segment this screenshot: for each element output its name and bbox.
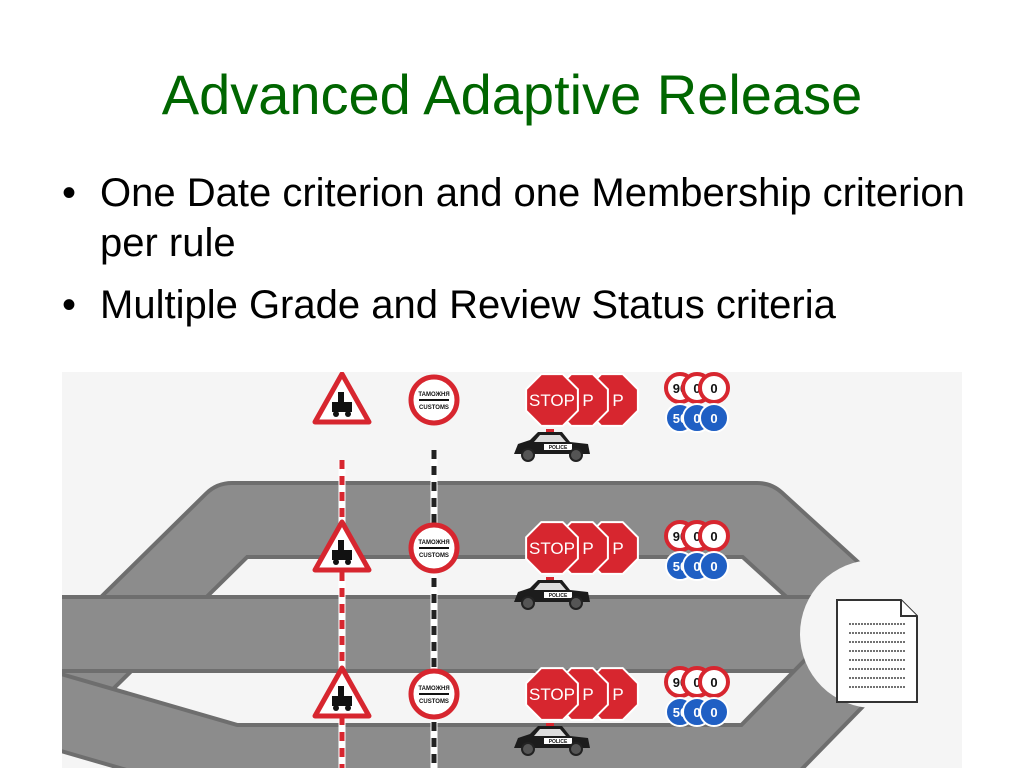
car-stripe <box>544 738 572 744</box>
customs-label-top: ТАМОЖНЯ <box>418 686 449 692</box>
train-icon <box>332 550 352 560</box>
car-window <box>534 435 566 442</box>
car-wheel-icon <box>521 596 535 610</box>
bullet-list: • One Date criterion and one Membership … <box>62 168 982 342</box>
minimum-speed-value: 0 <box>693 411 700 426</box>
police-car: POLICE <box>514 723 590 756</box>
customs-label-top: ТАМОЖНЯ <box>418 540 449 546</box>
stop-signs: PP STOP <box>525 521 639 575</box>
train-wheel-icon <box>333 559 339 565</box>
train-chimney-icon <box>338 392 344 402</box>
document-icon <box>836 599 918 703</box>
document-fold <box>900 600 917 617</box>
siren-icon <box>546 577 554 580</box>
stop-label: STOP <box>529 391 575 410</box>
stop-label: STOP <box>529 539 575 558</box>
minimum-speed-value: 0 <box>710 559 717 574</box>
train-icon <box>332 696 352 706</box>
bullet-item: • Multiple Grade and Review Status crite… <box>62 280 982 330</box>
customs-label-bottom: CUSTOMS <box>419 405 449 411</box>
minimum-speed-value: 0 <box>710 705 717 720</box>
car-wheel-icon <box>569 742 583 756</box>
stop-label: STOP <box>529 685 575 704</box>
minimum-speed-circle <box>699 551 729 581</box>
speed-limit-value: 0 <box>710 675 717 690</box>
train-chimney-icon <box>338 686 344 696</box>
stop-signs: PP STOP <box>525 667 639 721</box>
train-wheel-icon <box>333 705 339 711</box>
speed-limit-circle <box>698 520 730 552</box>
train-wheel-icon <box>345 559 351 565</box>
speed-limit-value: 0 <box>693 381 700 396</box>
police-car: POLICE <box>514 577 590 610</box>
police-label: POLICE <box>549 739 568 745</box>
speed-limit-value: 0 <box>693 675 700 690</box>
stop-label: P <box>582 539 593 558</box>
car-wheel-icon <box>521 742 535 756</box>
stop-label: P <box>612 391 623 410</box>
train-icon <box>332 402 352 412</box>
bullet-text: Multiple Grade and Review Status criteri… <box>100 283 836 327</box>
train-chimney-icon <box>338 540 344 550</box>
bullet-item: • One Date criterion and one Membership … <box>62 168 982 268</box>
train-wheel-icon <box>345 411 351 417</box>
customs-label-bottom: CUSTOMS <box>419 699 449 705</box>
customs-label-top: ТАМОЖНЯ <box>418 392 449 398</box>
car-wheel-icon <box>569 448 583 462</box>
train-wheel-icon <box>333 411 339 417</box>
road <box>62 609 908 768</box>
railway-warning-sign <box>312 665 372 719</box>
railway-warning-sign <box>312 372 372 425</box>
police-label: POLICE <box>549 593 568 599</box>
stop-octagon <box>525 373 579 427</box>
siren-icon <box>546 429 554 432</box>
police-car: POLICE <box>514 429 590 462</box>
road-network <box>62 481 948 768</box>
stop-label: P <box>582 391 593 410</box>
speed-limit-value: 0 <box>710 381 717 396</box>
speed-limit-value: 0 <box>710 529 717 544</box>
minimum-speed-value: 0 <box>710 411 717 426</box>
train-wheel-icon <box>345 705 351 711</box>
car-window <box>534 729 566 736</box>
speed-limit-circle <box>698 666 730 698</box>
minimum-speed-value: 0 <box>693 559 700 574</box>
slide-title: Advanced Adaptive Release <box>161 63 863 126</box>
stop-octagon <box>525 667 579 721</box>
car-window <box>534 583 566 590</box>
stop-signs: PP STOP <box>525 373 639 427</box>
car-stripe <box>544 592 572 598</box>
car-stripe <box>544 444 572 450</box>
car-wheel-icon <box>521 448 535 462</box>
railway-warning-sign <box>312 519 372 573</box>
minimum-speed-value: 0 <box>693 705 700 720</box>
speed-limit-value: 0 <box>693 529 700 544</box>
minimum-speed-circle <box>699 697 729 727</box>
stop-label: P <box>582 685 593 704</box>
customs-sign: ТАМОЖНЯ CUSTOMS <box>408 374 460 426</box>
police-label: POLICE <box>549 445 568 451</box>
stop-label: P <box>612 685 623 704</box>
stop-label: P <box>612 539 623 558</box>
document-icon-shape <box>836 599 918 703</box>
bullet-marker: • <box>62 283 77 327</box>
speed-limit-circle <box>698 372 730 404</box>
siren-icon <box>546 723 554 726</box>
customs-label-bottom: CUSTOMS <box>419 553 449 559</box>
customs-sign: ТАМОЖНЯ CUSTOMS <box>408 522 460 574</box>
stop-octagon <box>525 521 579 575</box>
car-wheel-icon <box>569 596 583 610</box>
bullet-marker: • <box>62 171 77 215</box>
minimum-speed-circle <box>699 403 729 433</box>
customs-sign: ТАМОЖНЯ CUSTOMS <box>408 668 460 720</box>
bullet-text: One Date criterion and one Membership cr… <box>100 171 965 265</box>
